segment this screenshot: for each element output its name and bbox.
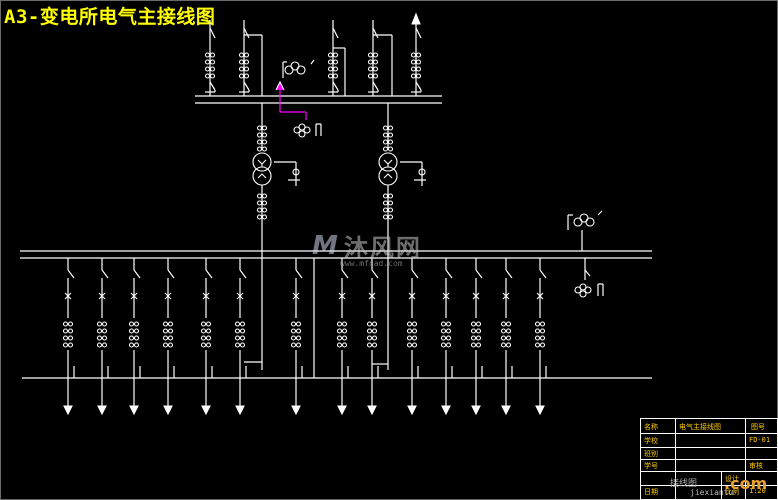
feeder-top-4 [367,20,379,96]
bypass-loop-mid [333,47,346,96]
tb-drawing-no-value: FD-01 [749,436,771,444]
drawing-title: A3-变电所电气主接线图 [4,6,216,28]
feeder-top-3 [327,20,339,96]
corner-url: jiexiantu [690,488,734,497]
watermark-text: 沐风网 [343,234,422,262]
tb-check-label: 审核 [749,462,763,470]
tb-class-label: 班别 [644,450,658,458]
feeder-top-2 [238,20,250,96]
feeder-10kv-3 [128,258,141,416]
feeder-top-5 [410,12,422,96]
feeder-10kv-9 [366,258,379,416]
feeder-10kv-13 [500,258,513,416]
feeder-10kv-5 [200,258,213,416]
feeder-10kv-8 [336,258,349,416]
transformer-2 [378,103,426,251]
feeder-10kv-7 [290,258,303,416]
watermark-logo-icon: M [312,230,338,261]
watermark-url: www.mfcad.com [340,259,403,268]
tb-school-label: 学校 [644,437,658,445]
bypass-loop-right [373,34,393,96]
feeder-10kv-12 [470,258,483,416]
feeder-10kv-10 [406,258,419,416]
corner-logo: 接线图 [670,479,698,489]
pt-35kv [275,59,322,138]
tb-drawing-no-label: 图号 [751,423,765,431]
feeder-10kv-4 [162,258,175,416]
tb-student-no-label: 学号 [644,462,658,470]
watermark: M 沐风网 [312,228,422,263]
pt-10kv [567,210,604,298]
tb-date-label: 日期 [644,488,658,496]
feeder-10kv-1 [62,258,75,416]
corner-com: .com [724,474,768,493]
tb-design-label: 设计 [725,475,739,483]
tb-name-value: 电气主接线图 [679,423,721,431]
tb-name-label: 名称 [644,423,658,431]
feeder-10kv-6 [234,258,247,416]
transformer-1 [252,103,300,251]
feeder-10kv-2 [96,258,109,416]
bypass-loop-left [244,34,263,96]
feeder-top-1 [204,20,216,96]
tb-ratio-label: 比例 [725,488,739,496]
feeder-10kv-11 [440,258,453,416]
tb-ratio-value: 1:20 [749,487,766,495]
feeder-10kv-14 [534,258,547,416]
